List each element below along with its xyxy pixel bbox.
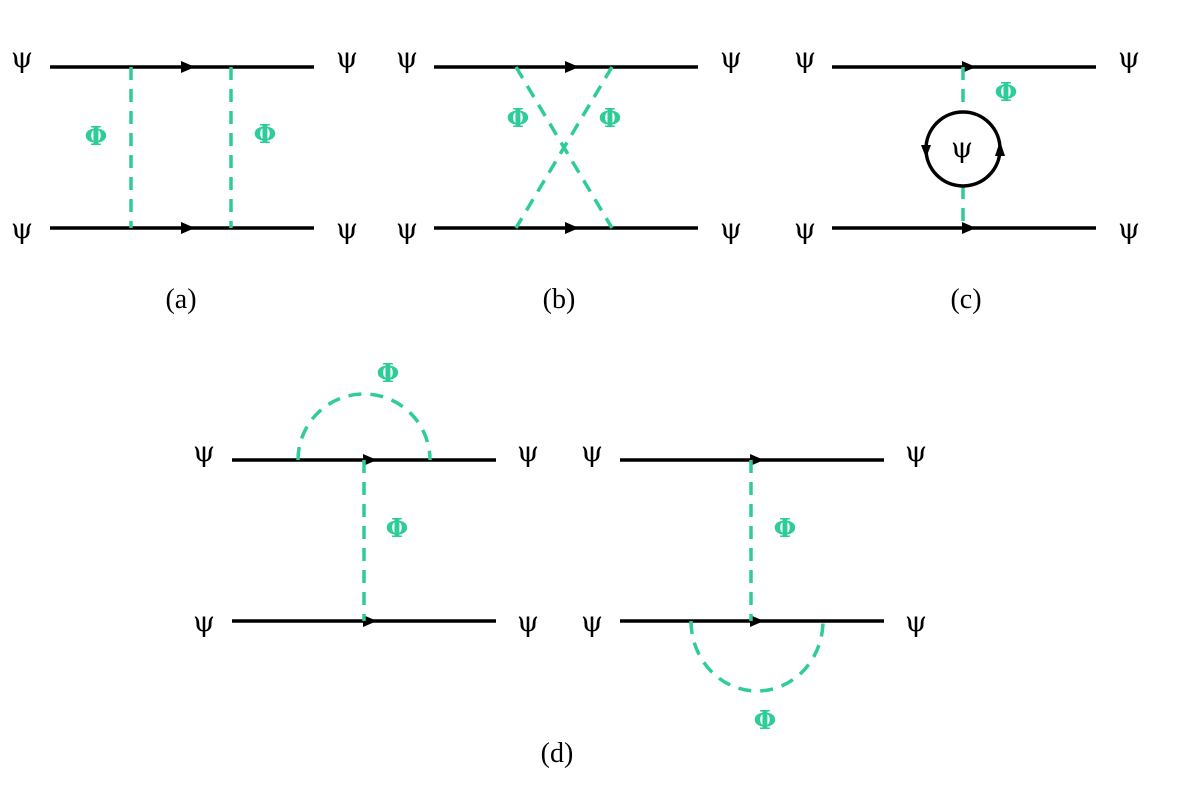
- panel-b-psi-bottom-left: ψ: [396, 212, 418, 245]
- panel-c-top-arrow-icon: [962, 61, 976, 73]
- panel-d-right-top-arrow-icon: [750, 454, 764, 466]
- panel-d-right-psi-top-right: ψ: [905, 435, 927, 468]
- panel-d-right-psi-bottom-right: ψ: [905, 605, 927, 638]
- panel-d-left-psi-top-right: ψ: [517, 435, 539, 468]
- panel-d-right-psi-bottom-left: ψ: [581, 605, 603, 638]
- panel-c-psi-top-left: ψ: [794, 41, 816, 74]
- panel-a-psi-bottom-right: ψ: [336, 212, 358, 245]
- panel-d-right-scalar-arc: [689, 620, 825, 693]
- panel-b-scalar-line-2: [514, 66, 614, 229]
- panel-d-left-bottom-arrow-icon: [363, 615, 377, 627]
- panel-a: ψ ψ ψ ψ Φ Φ (a): [11, 41, 358, 315]
- panel-d-left-phi-line: Φ: [386, 514, 409, 544]
- panel-d-right-phi-arc: Φ: [754, 706, 777, 736]
- panel-b-phi-right: Φ: [599, 104, 622, 134]
- panel-d-left-phi-arc: Φ: [377, 359, 400, 389]
- panel-d-left-top-arrow-icon: [363, 454, 377, 466]
- panel-b-psi-bottom-right: ψ: [720, 212, 742, 245]
- panel-a-bottom-arrow-icon: [181, 222, 195, 234]
- panel-b-bottom-arrow-icon: [565, 222, 579, 234]
- panel-c-psi-bottom-right: ψ: [1118, 212, 1140, 245]
- panel-c-bottom-arrow-icon: [962, 222, 976, 234]
- panel-a-psi-top-right: ψ: [336, 41, 358, 74]
- panel-c: ψ ψ ψ ψ ψ Φ (c): [794, 41, 1140, 315]
- panel-a-phi-left: Φ: [85, 122, 108, 152]
- panel-c-loop-right-arrow-icon: [995, 141, 1005, 156]
- panel-a-caption: (a): [165, 284, 196, 315]
- panel-a-phi-right: Φ: [254, 120, 277, 150]
- panel-d-left-psi-bottom-left: ψ: [193, 605, 215, 638]
- panel-b-top-arrow-icon: [565, 61, 579, 73]
- panel-d-left-psi-top-left: ψ: [193, 435, 215, 468]
- panel-a-psi-top-left: ψ: [11, 41, 33, 74]
- panel-d-right-bottom-arrow-icon: [750, 615, 764, 627]
- panel-d-left-psi-bottom-right: ψ: [517, 605, 539, 638]
- panel-c-psi-bottom-left: ψ: [794, 212, 816, 245]
- panel-d-right-phi-line: Φ: [774, 514, 797, 544]
- panel-c-psi-loop: ψ: [951, 131, 973, 164]
- panel-b-psi-top-right: ψ: [720, 41, 742, 74]
- panel-b-phi-left: Φ: [507, 104, 530, 134]
- panel-c-phi: Φ: [995, 78, 1018, 108]
- panel-c-psi-top-right: ψ: [1118, 41, 1140, 74]
- panel-b: ψ ψ ψ ψ Φ Φ (b): [396, 41, 742, 315]
- panel-a-psi-bottom-left: ψ: [11, 212, 33, 245]
- panel-d-right-psi-top-left: ψ: [581, 435, 603, 468]
- panel-b-psi-top-left: ψ: [396, 41, 418, 74]
- panel-d-left-scalar-arc: [296, 392, 432, 461]
- panel-c-caption: (c): [950, 284, 981, 315]
- panel-c-loop-left-arrow-icon: [921, 145, 931, 158]
- panel-a-top-arrow-icon: [181, 61, 195, 73]
- panel-d-caption: (d): [541, 738, 574, 769]
- panel-d-left: ψ ψ ψ ψ Φ Φ: [193, 359, 539, 638]
- panel-d-right: ψ ψ ψ ψ Φ Φ: [581, 435, 927, 736]
- panel-b-caption: (b): [543, 284, 576, 315]
